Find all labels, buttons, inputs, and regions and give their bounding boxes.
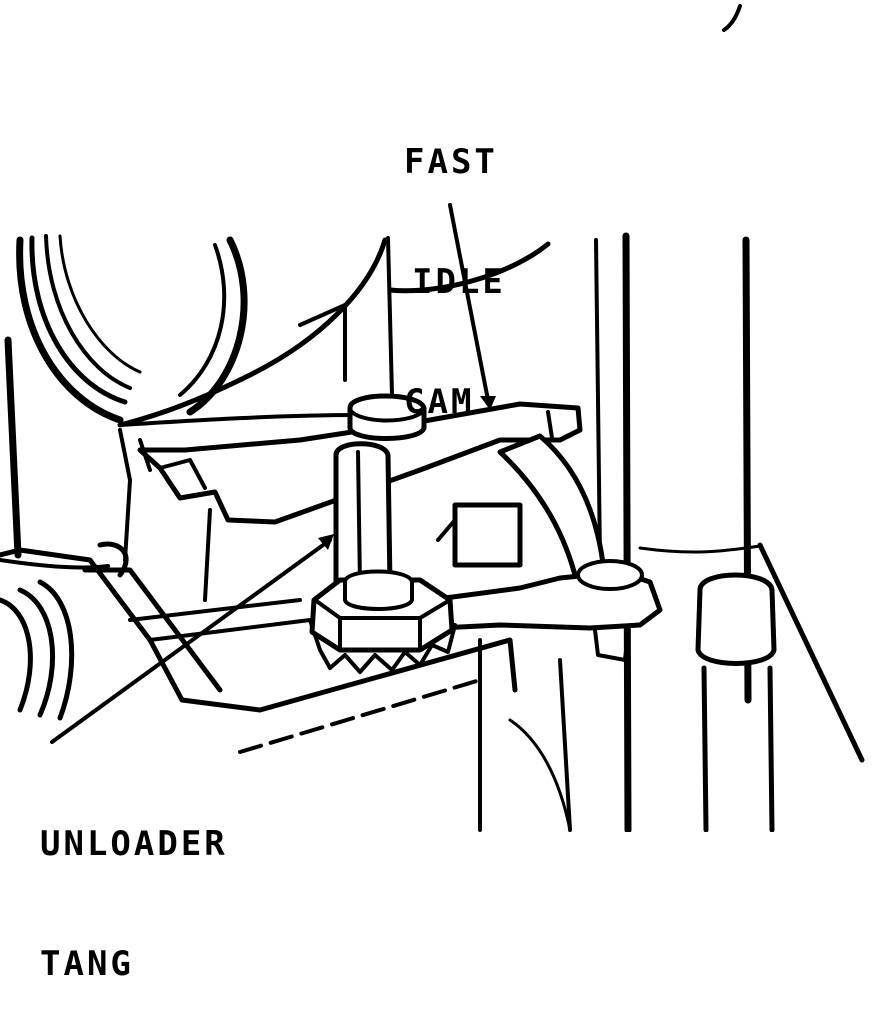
unloader-tang-leader xyxy=(50,538,332,744)
hex-nut-lock-washer xyxy=(308,569,457,674)
cam-rivet xyxy=(347,393,427,441)
cam-pivot-arm xyxy=(436,433,608,585)
fast-idle-cam-leader xyxy=(448,203,490,402)
leader-lines xyxy=(50,203,496,754)
throttle-bore-housing xyxy=(4,234,248,559)
fast-idle-cam-line-3: CAM xyxy=(404,382,475,422)
lower-left-housing xyxy=(0,428,223,721)
unloader-tang-line-2: TANG xyxy=(40,944,134,984)
fast-idle-cam-arrowhead xyxy=(480,396,496,410)
fast-idle-cam-line-1: FAST xyxy=(404,142,498,182)
unloader-tang-dashed-leader xyxy=(238,678,482,754)
fast-idle-cam-line-2: IDLE xyxy=(412,262,506,302)
fast-idle-cam-label: FAST IDLE CAM xyxy=(404,62,506,462)
throttle-lever-plate xyxy=(427,559,663,662)
unloader-tang-line-1: UNLOADER xyxy=(40,824,228,864)
carburetor-linkage-illustration xyxy=(0,4,865,832)
unloader-tang-label: UNLOADER TANG xyxy=(40,744,228,1024)
lower-bracket xyxy=(128,508,572,832)
unloader-tang-arrowhead xyxy=(318,534,334,550)
vacuum-fitting xyxy=(695,542,865,832)
corner-mark xyxy=(722,4,742,32)
unloader-shaft xyxy=(333,441,393,591)
